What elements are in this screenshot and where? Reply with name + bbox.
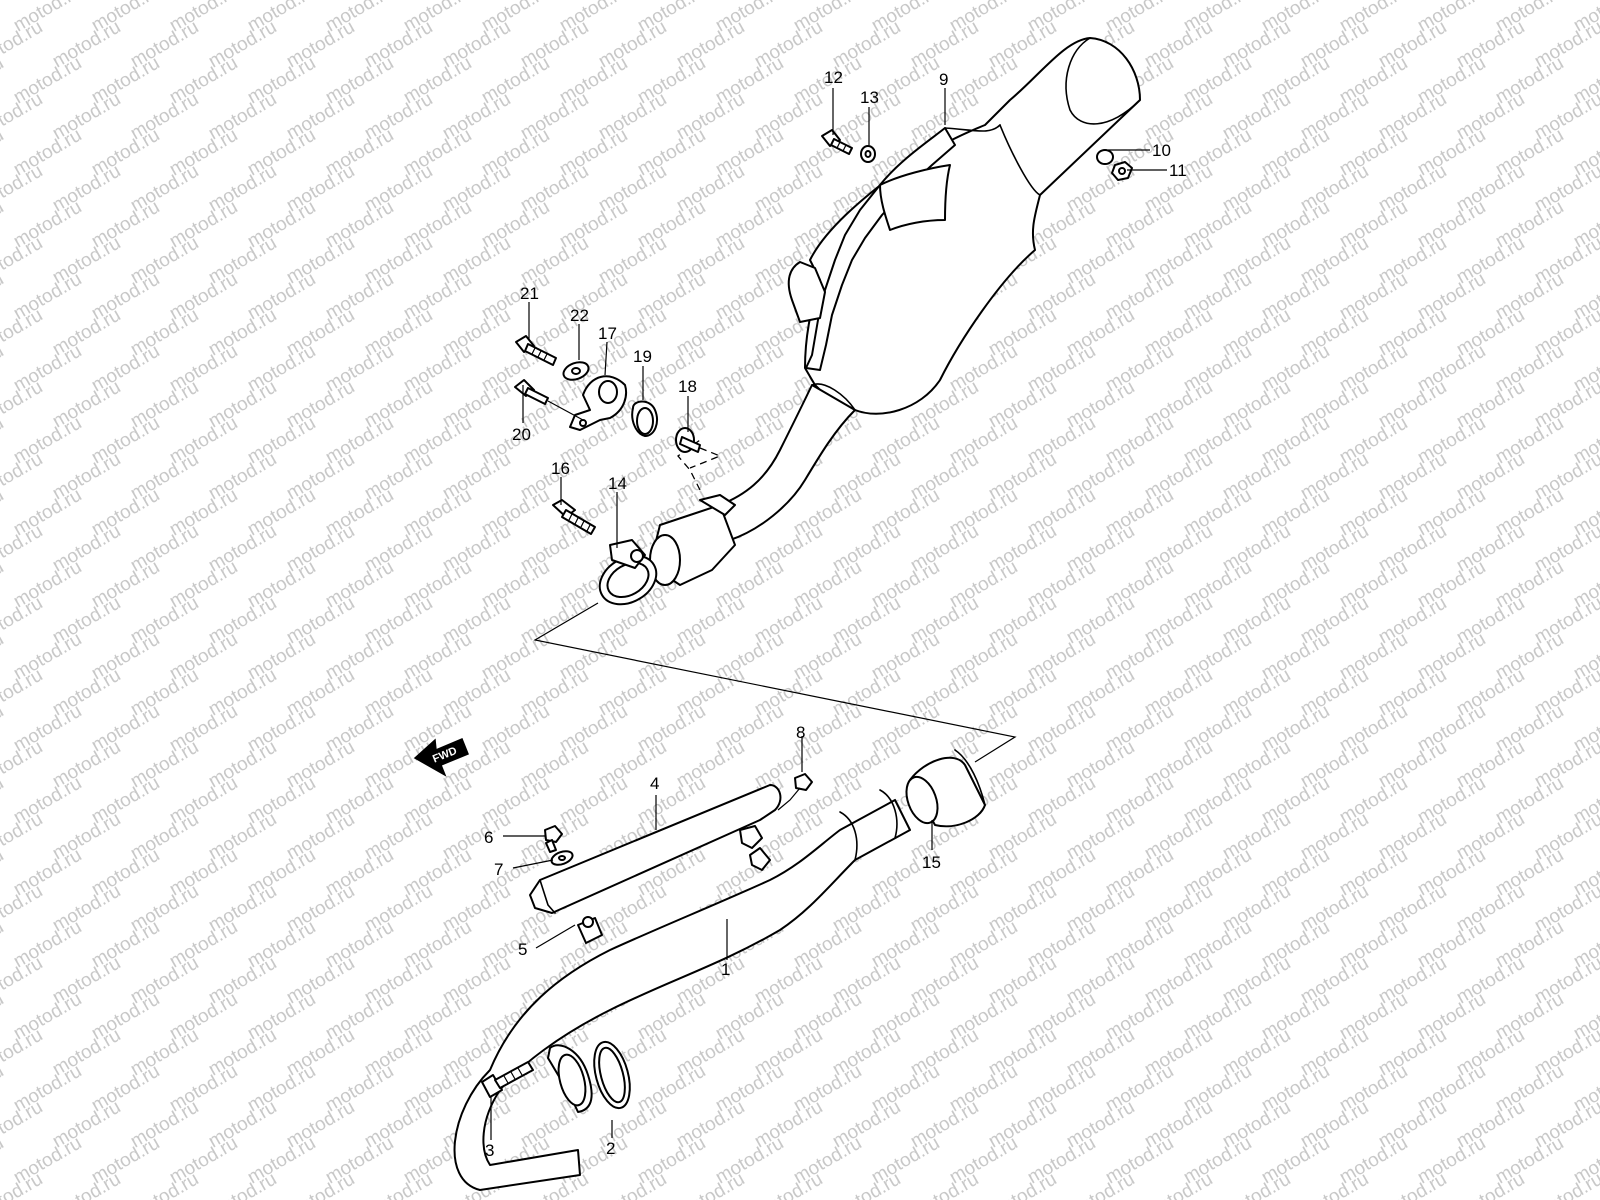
callout-20: 20 [512,425,531,444]
watermark-text: motod.ru [0,593,46,649]
watermark-text: motod.ru [0,809,46,865]
assembly-link-line [533,602,1017,763]
callout-4: 4 [650,774,659,793]
callout-5: 5 [518,940,527,959]
watermark-text: motod.ru [361,1169,436,1200]
watermark-text: motod.ru [1063,1169,1138,1200]
callout-12: 12 [824,68,843,87]
watermark-text: motod.ru [0,917,7,973]
watermark-text: motod.ru [0,989,7,1045]
callout-3: 3 [485,1141,494,1160]
watermark-text: motod.ru [907,1169,982,1200]
callout-16: 16 [551,459,570,478]
watermark-text: motod.ru [751,1169,826,1200]
watermark-text: motod.ru [1453,1169,1528,1200]
watermark-text: motod.ru [0,629,7,685]
exhaust-clamp [598,539,658,606]
watermark-text: motod.ru [0,1025,46,1081]
watermark-text: motod.ru [1297,1169,1372,1200]
watermark-text: motod.ru [0,773,7,829]
watermark-text: motod.ru [0,197,7,253]
watermark-text: motod.ru [1375,1169,1450,1200]
callout-19: 19 [633,347,652,366]
flange-stud [481,1061,534,1098]
watermark-text: motod.ru [0,413,7,469]
muffler-rear-fasteners [1096,149,1133,181]
watermark-text: motod.ru [0,377,46,433]
callout-8: 8 [796,723,805,742]
forward-direction-arrow: FWD [413,738,469,777]
watermark-text: motod.ru [0,1097,46,1153]
watermark-text: motod.ru [0,521,46,577]
watermark-text: motod.ru [0,233,46,289]
shield-bolt-upper [777,773,813,811]
watermark-text: motod.ru [0,737,46,793]
callout-1: 1 [721,960,730,979]
exhaust-pipe [453,789,911,1191]
watermark-text: motod.ru [0,341,7,397]
callout-18: 18 [678,377,697,396]
clamp-bolt [552,499,596,535]
callout-17: 17 [598,324,617,343]
watermark-text: motod.ru [0,485,7,541]
watermark-text: motod.ru [0,1133,7,1189]
watermark-text: motod.ru [0,449,46,505]
joint-sleeve [905,749,986,828]
watermark-text: motod.ru [1141,1169,1216,1200]
watermark-text: motod.ru [829,1169,904,1200]
arrow-left-icon [413,738,469,777]
watermark-text: motod.ru [0,305,46,361]
exhaust-heat-shield [529,784,782,914]
callout-10: 10 [1152,141,1171,160]
watermark-text: motod.ru [283,1169,358,1200]
exhaust-flange [547,1040,631,1113]
watermark-text: motod.ru [1219,1169,1294,1200]
watermark-text: motod.ru [0,269,7,325]
watermark-text: motod.ru [0,881,46,937]
watermark-text: motod.ru [0,953,46,1009]
callout-2: 2 [606,1139,615,1158]
callout-22: 22 [570,306,589,325]
watermark-text: motod.ru [0,17,46,73]
callout-7: 7 [494,860,503,879]
watermark-text: motod.ru [1531,1169,1600,1200]
watermark-text: motod.ru [0,89,46,145]
watermark-text: motod.ru [0,53,7,109]
pipe-clip [577,916,603,944]
watermark-text: motod.ru [595,1169,670,1200]
watermark-text: motod.ru [0,161,46,217]
watermark-text: motod.ru [673,1169,748,1200]
callout-21: 21 [520,284,539,303]
muffler-mount-bolt [821,129,876,163]
watermark-text: motod.ru [0,1061,7,1117]
callout-6: 6 [484,828,493,847]
callout-13: 13 [860,88,879,107]
watermark-text: motod.ru [0,701,7,757]
callout-15: 15 [922,853,941,872]
callout-9: 9 [939,70,948,89]
callout-11: 11 [1169,161,1187,180]
watermark-text: motod.ru [0,557,7,613]
shield-bolt-front [544,825,574,866]
watermark-text: motod.ru [0,845,7,901]
watermark-text: motod.ru [205,1169,280,1200]
watermark-text: motod.ru [0,665,46,721]
watermark-text: motod.ru [0,125,7,181]
watermark-text: motod.ru [127,1169,202,1200]
watermark-text: motod.ru [985,1169,1060,1200]
callout-14: 14 [608,474,627,493]
watermark-text: motod.ru [49,1169,124,1200]
watermark-text: motod.ru [0,0,7,36]
muffler-hanger-hardware [514,335,722,469]
callout-labels: 1 2 3 4 5 6 7 8 9 10 11 12 13 14 15 16 1… [484,68,1187,1160]
